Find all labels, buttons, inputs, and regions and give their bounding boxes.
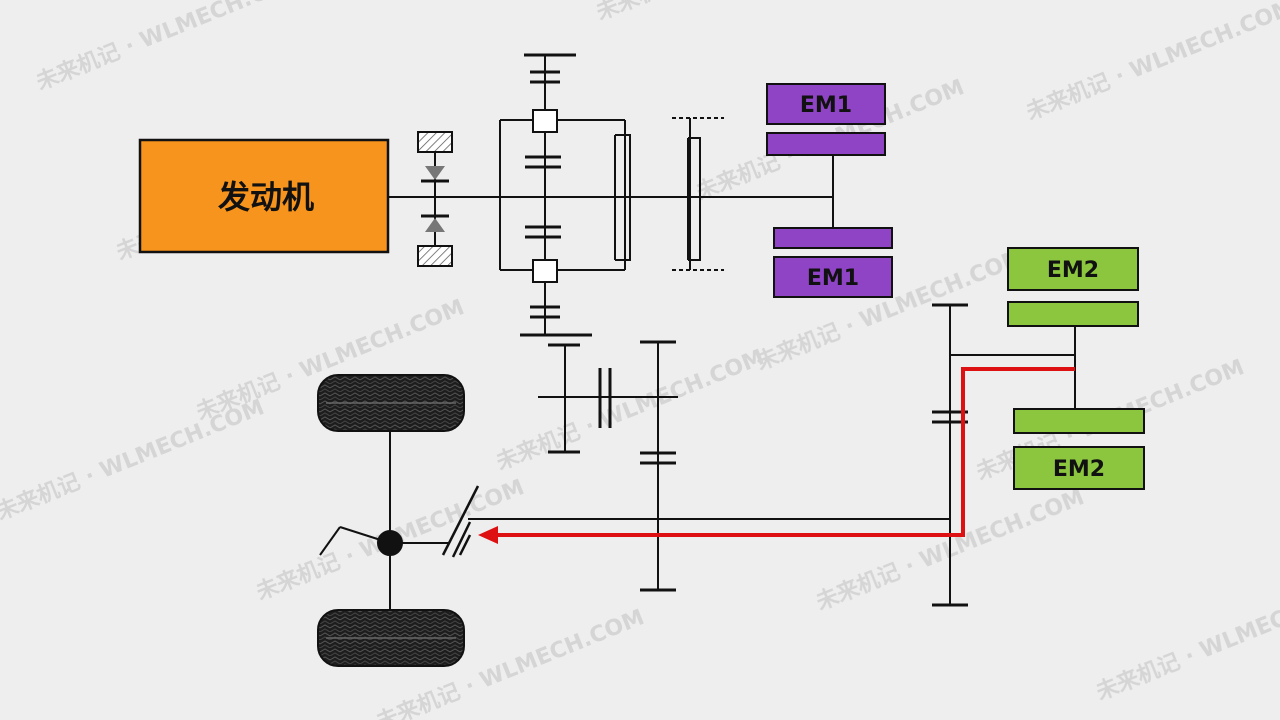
- input-shaft: [388, 119, 833, 271]
- watermark-text: 未来机记 · WLMECH.COM: [1023, 0, 1280, 126]
- transfer-gears: [538, 340, 678, 592]
- watermark-text: 未来机记 · WLMECH.COM: [1093, 575, 1280, 706]
- watermark-text: 未来机记 · WLMECH.COM: [0, 395, 268, 526]
- em1-top-label: EM1: [800, 93, 852, 118]
- damper-icon: [417, 131, 453, 267]
- engine-block: 发动机: [138, 138, 390, 254]
- engine-label: 发动机: [218, 178, 314, 216]
- wheel-icon: [317, 609, 465, 667]
- watermark-text: 未来机记 · WLMECH.COM: [493, 345, 768, 476]
- watermark-text: 未来机记 · WLMECH.COM: [593, 0, 868, 26]
- em2-top-label: EM2: [1047, 258, 1099, 283]
- em1-motor: EM1 EM1: [766, 83, 893, 298]
- brake-icon: [672, 117, 724, 271]
- differential-icon: [319, 428, 480, 612]
- wheel-icon: [317, 374, 465, 432]
- em2-bottom-label: EM2: [1053, 457, 1105, 482]
- planetary-gearset: [520, 53, 592, 337]
- clutch-bracket: [614, 120, 631, 270]
- em2-motor: EM2 EM2: [1007, 247, 1145, 490]
- power-flow-arrow-icon: [478, 367, 1075, 544]
- em1-bottom-label: EM1: [807, 266, 859, 291]
- watermark-text: 未来机记 · WLMECH.COM: [33, 0, 308, 96]
